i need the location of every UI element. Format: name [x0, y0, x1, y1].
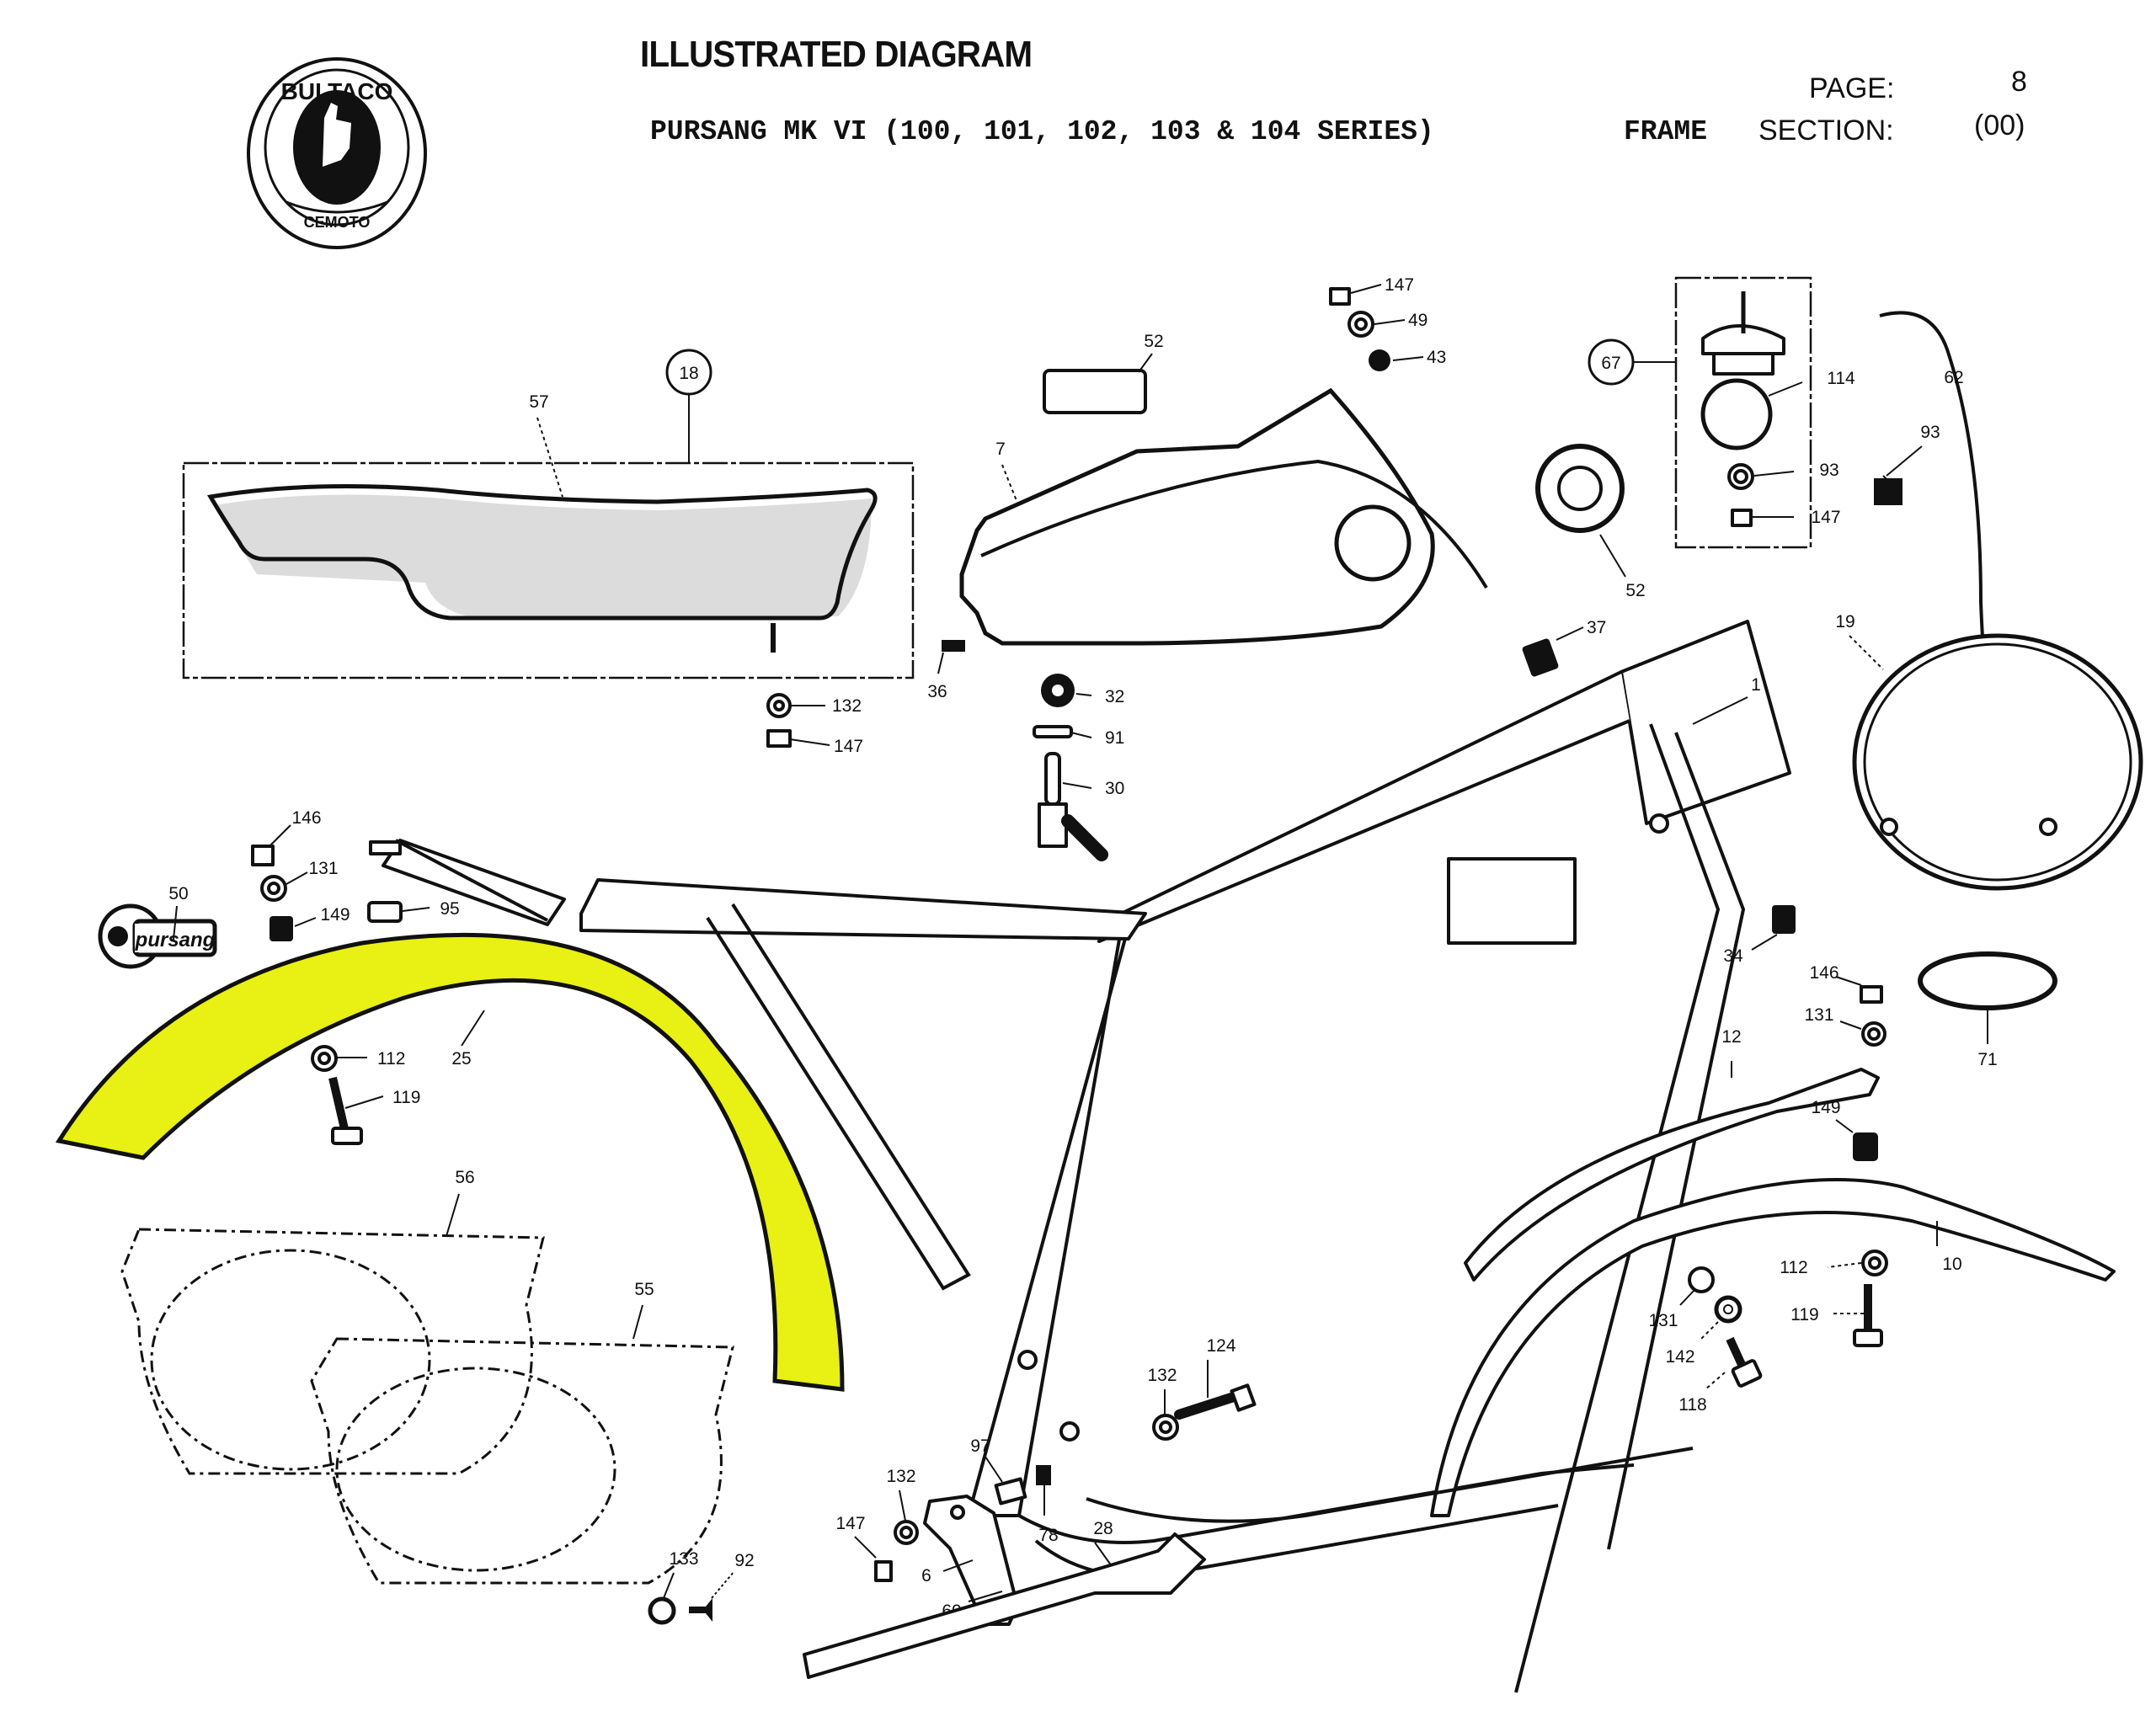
callout-32: 32 — [1105, 687, 1124, 706]
callout-55: 55 — [634, 1280, 654, 1299]
number-plate-19 — [1852, 633, 2143, 891]
callout-95: 95 — [440, 899, 459, 919]
model-subtitle: PURSANG MK VI (100, 101, 102, 103 & 104 … — [650, 116, 1434, 147]
logo-sub-text: CEMOTO — [304, 214, 371, 231]
callout-49: 49 — [1408, 311, 1428, 330]
callout-146-right: 146 — [1809, 963, 1838, 983]
section-value: (00) — [1974, 109, 2025, 141]
section-label: SECTION: — [1758, 115, 1894, 147]
frame-label: FRAME — [1624, 116, 1708, 147]
fuel-tap-30 — [1044, 752, 1061, 806]
callout-119-right: 119 — [1790, 1305, 1818, 1324]
callout-132-center: 132 — [1147, 1366, 1177, 1385]
group-label-18: 18 — [679, 364, 698, 383]
callout-142: 142 — [1665, 1347, 1694, 1367]
callout-131-front: 131 — [1648, 1311, 1678, 1330]
callout-12: 12 — [1721, 1027, 1741, 1047]
side-panel-56: 56 — [120, 1168, 545, 1475]
band-71 — [1918, 951, 2057, 1010]
callout-51: 52 — [1144, 332, 1163, 351]
group-label-67: 67 — [1601, 354, 1620, 373]
callout-6: 6 — [921, 1566, 931, 1585]
fuel-cap-group: 67 114 93 147 — [1588, 276, 1855, 549]
rear-mudguard-25 — [55, 932, 845, 1392]
front-mudguard-10 — [1430, 1178, 2116, 1517]
callout-91: 91 — [1105, 728, 1124, 748]
tank-badge-recess — [1334, 504, 1412, 582]
callout-131-left: 131 — [308, 859, 338, 878]
side-panel-55: 55 — [310, 1280, 734, 1585]
callout-132-seat: 132 — [832, 696, 862, 716]
callout-1: 1 — [1751, 675, 1761, 695]
callout-50: 50 — [168, 884, 188, 903]
callout-36: 36 — [927, 682, 947, 701]
callout-132-stand: 132 — [886, 1467, 915, 1486]
callout-149-right: 149 — [1811, 1098, 1840, 1117]
decal-51 — [1043, 369, 1147, 414]
callout-114: 114 — [1827, 369, 1855, 388]
callout-78: 78 — [1038, 1526, 1058, 1545]
fuel-tank: 7 — [959, 387, 1488, 646]
callout-56: 56 — [455, 1168, 474, 1187]
callout-43: 43 — [1427, 348, 1446, 367]
callout-7: 7 — [995, 440, 1006, 459]
brace-12 — [1464, 1068, 1880, 1282]
logo-brand-text: BULTACO — [281, 78, 393, 104]
diagram-title: ILLUSTRATED DIAGRAM — [640, 34, 1033, 75]
side-stand-28 — [803, 1532, 1206, 1679]
callout-71: 71 — [1977, 1050, 1997, 1069]
callout-112-right: 112 — [1780, 1258, 1807, 1277]
callout-10: 10 — [1942, 1255, 1961, 1274]
callout-147-cap: 147 — [1811, 508, 1840, 527]
callout-52: 52 — [1625, 581, 1645, 600]
callout-92: 93 — [1819, 461, 1838, 480]
pursang-decal-50: pursang 50 — [98, 884, 217, 969]
callout-30: 30 — [1105, 779, 1124, 798]
callout-62: 62 — [1944, 368, 1963, 387]
horse-head-icon — [108, 926, 128, 946]
callout-119-left: 119 — [392, 1088, 420, 1107]
callout-87: 92 — [734, 1551, 754, 1570]
callout-118: 118 — [1678, 1395, 1706, 1415]
callout-34: 34 — [1723, 946, 1743, 966]
page-number: 8 — [2011, 66, 2027, 98]
callout-133: 133 — [669, 1549, 698, 1569]
cap-seal-114 — [1700, 378, 1773, 450]
callout-57: 57 — [529, 392, 548, 412]
callout-112-left: 112 — [377, 1049, 405, 1069]
callout-124: 124 — [1206, 1336, 1235, 1356]
callout-147-stand: 147 — [835, 1514, 865, 1533]
callout-93: 93 — [1920, 423, 1940, 442]
callout-146-left: 146 — [291, 808, 321, 828]
main-frame-1: 1 — [369, 620, 1791, 1693]
callout-19: 19 — [1835, 612, 1854, 632]
seat-part-57 — [207, 484, 878, 621]
callout-131-right: 131 — [1804, 1005, 1833, 1025]
clip-93 — [1874, 478, 1903, 505]
callout-25: 25 — [451, 1049, 471, 1069]
callout-28: 28 — [1093, 1519, 1113, 1538]
callout-147-seat: 147 — [834, 737, 863, 756]
bultaco-logo: BULTACO CEMOTO — [247, 57, 427, 249]
callout-97: 97 — [970, 1436, 990, 1456]
seat-group: 18 57 — [182, 349, 915, 679]
callout-147-tank: 147 — [1385, 275, 1414, 295]
page-label: PAGE: — [1809, 72, 1895, 104]
thumbs-up-icon — [323, 103, 351, 167]
callout-37: 37 — [1587, 618, 1606, 637]
callout-149-left: 149 — [320, 905, 350, 925]
